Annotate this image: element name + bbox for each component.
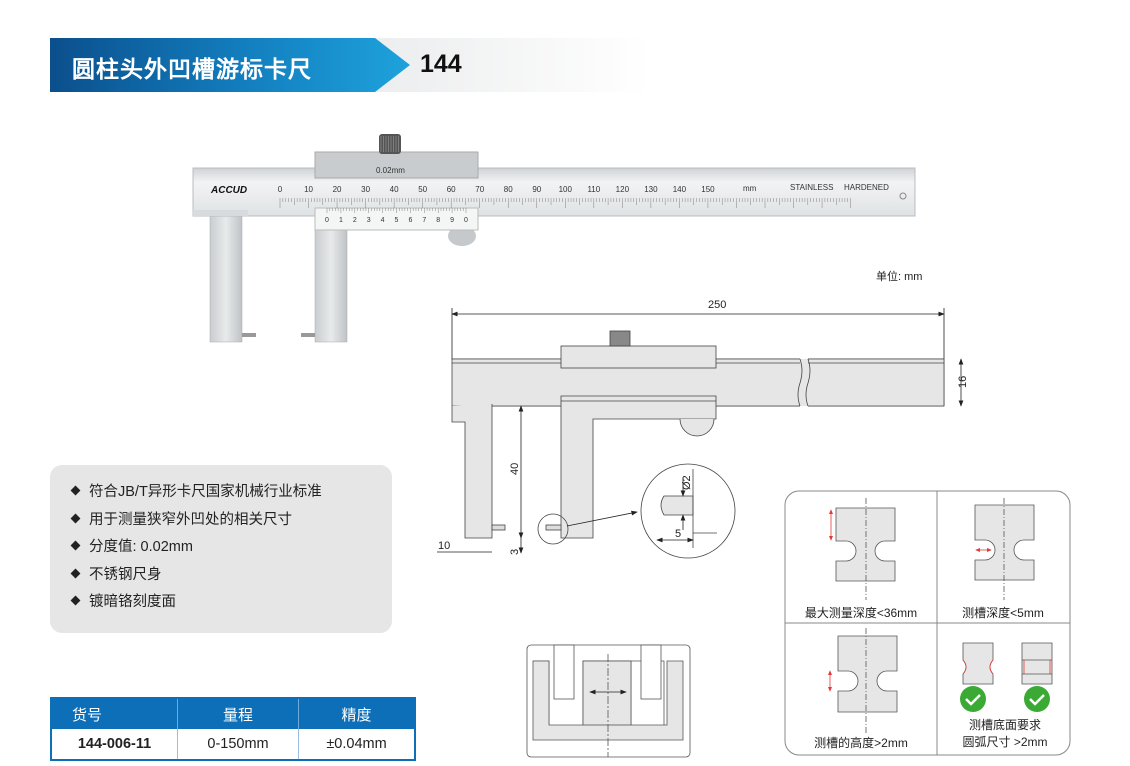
features-panel: 符合JB/T异形卡尺国家机械行业标准 用于测量狭窄外凹处的相关尺寸 分度值: 0… bbox=[50, 465, 392, 633]
main-scale-label: 0 bbox=[278, 185, 283, 194]
caption-groove-depth: 测槽深度<5mm bbox=[962, 605, 1044, 620]
cell-part-number: 144-006-11 bbox=[51, 729, 178, 760]
fixed-jaw-pin bbox=[242, 333, 256, 337]
check-icon bbox=[1024, 686, 1050, 712]
bullet-icon bbox=[70, 568, 81, 578]
vernier-label: 5 bbox=[395, 217, 399, 224]
main-scale-label: 100 bbox=[559, 185, 573, 194]
feature-item: 不锈钢尺身 bbox=[70, 562, 392, 590]
dim-jaw-depth: 40 bbox=[509, 463, 521, 475]
dim-jaw-width: 10 bbox=[438, 540, 450, 552]
main-scale-label: 120 bbox=[616, 185, 630, 194]
caption-groove-height: 测槽的高度>2mm bbox=[814, 735, 908, 750]
main-scale-label: 20 bbox=[333, 185, 342, 194]
main-scale-label: 40 bbox=[390, 185, 399, 194]
model-number: 144 bbox=[420, 50, 462, 78]
table-row: 144-006-11 0-150mm ±0.04mm bbox=[51, 729, 416, 760]
table-header-row: 货号 量程 精度 bbox=[51, 698, 416, 729]
title-banner bbox=[50, 38, 410, 92]
cell-accuracy: ±0.04mm bbox=[298, 729, 416, 760]
main-scale-label: 150 bbox=[701, 185, 715, 194]
feature-item: 镀暗铬刻度面 bbox=[70, 589, 392, 617]
main-scale-label: 50 bbox=[418, 185, 427, 194]
sliding-jaw-pin bbox=[301, 333, 315, 337]
vernier-scale: 0 1 2 3 4 5 6 7 8 9 0 bbox=[325, 208, 468, 224]
main-scale: 0 10 20 30 40 50 60 70 80 90 100 110 120 130 140 150 bbox=[278, 185, 851, 208]
sliding-jaw bbox=[314, 211, 348, 343]
vernier-label: 4 bbox=[381, 217, 385, 224]
lock-screw-knob bbox=[379, 134, 401, 154]
thumb-wheel bbox=[448, 226, 476, 246]
main-scale-label: 90 bbox=[532, 185, 541, 194]
unit-mark: mm bbox=[743, 184, 757, 193]
usage-grid: 最大测量深度<36mm 测槽深度<5mm 测槽的高度>2mm 测槽底面要求 圆弧… bbox=[784, 490, 1071, 756]
main-scale-label: 110 bbox=[587, 185, 600, 194]
feature-item: 分度值: 0.02mm bbox=[70, 534, 392, 562]
bullet-icon bbox=[70, 485, 81, 496]
dim-pin-length: 5 bbox=[675, 528, 681, 540]
vernier-label: 0 bbox=[325, 217, 329, 224]
main-scale-label: 60 bbox=[447, 185, 456, 194]
unit-label: 单位: mm bbox=[876, 271, 923, 283]
vernier-label: 3 bbox=[367, 217, 371, 224]
dim-total-length: 250 bbox=[708, 299, 726, 311]
cell-range: 0-150mm bbox=[177, 729, 299, 760]
fixed-jaw bbox=[209, 211, 243, 343]
bullet-icon bbox=[70, 595, 81, 606]
main-scale-label: 80 bbox=[504, 185, 513, 194]
main-scale-label: 140 bbox=[673, 185, 687, 194]
vernier-label: 2 bbox=[353, 217, 357, 224]
vernier-label: 0 bbox=[464, 217, 468, 224]
hardened-mark: HARDENED bbox=[844, 183, 889, 192]
feature-item: 符合JB/T异形卡尺国家机械行业标准 bbox=[70, 479, 392, 507]
bullet-icon bbox=[70, 540, 81, 551]
dim-pin-offset: 3 bbox=[509, 549, 521, 555]
technical-drawing: 250 40 3 10 16 Ø2 5 bbox=[437, 299, 969, 559]
check-icon bbox=[960, 686, 986, 712]
main-scale-label: 70 bbox=[475, 185, 484, 194]
dim-pin-diameter: Ø2 bbox=[681, 475, 693, 490]
brand-logo: ACCUD bbox=[210, 185, 247, 196]
vernier-label: 8 bbox=[436, 217, 440, 224]
header-part-number: 货号 bbox=[51, 698, 178, 729]
vernier-label: 7 bbox=[422, 217, 426, 224]
bullet-icon bbox=[70, 513, 81, 523]
application-diagram bbox=[526, 644, 691, 758]
dim-beam-height: 16 bbox=[957, 376, 969, 388]
stainless-mark: STAINLESS bbox=[790, 183, 833, 192]
main-scale-label: 10 bbox=[304, 185, 313, 194]
caption-bottom-req-1: 测槽底面要求 bbox=[969, 717, 1041, 732]
beam bbox=[192, 167, 916, 217]
vernier-label: 6 bbox=[408, 217, 412, 224]
vernier-label: 9 bbox=[450, 217, 454, 224]
caption-bottom-req-2: 圆弧尺寸 >2mm bbox=[962, 735, 1047, 749]
rivet-icon bbox=[899, 192, 907, 200]
feature-item: 用于测量狭窄外凹处的相关尺寸 bbox=[70, 507, 392, 535]
main-scale-label: 30 bbox=[361, 185, 370, 194]
main-scale-label: 130 bbox=[644, 185, 658, 194]
header-accuracy: 精度 bbox=[298, 698, 416, 729]
header-range: 量程 bbox=[177, 698, 299, 729]
resolution-label: 0.02mm bbox=[376, 166, 405, 175]
caption-max-depth: 最大测量深度<36mm bbox=[805, 605, 917, 620]
vernier-label: 1 bbox=[339, 217, 343, 224]
product-title: 圆柱头外凹槽游标卡尺 bbox=[72, 56, 312, 82]
spec-table: 货号 量程 精度 144-006-11 0-150mm ±0.04mm bbox=[50, 697, 416, 761]
